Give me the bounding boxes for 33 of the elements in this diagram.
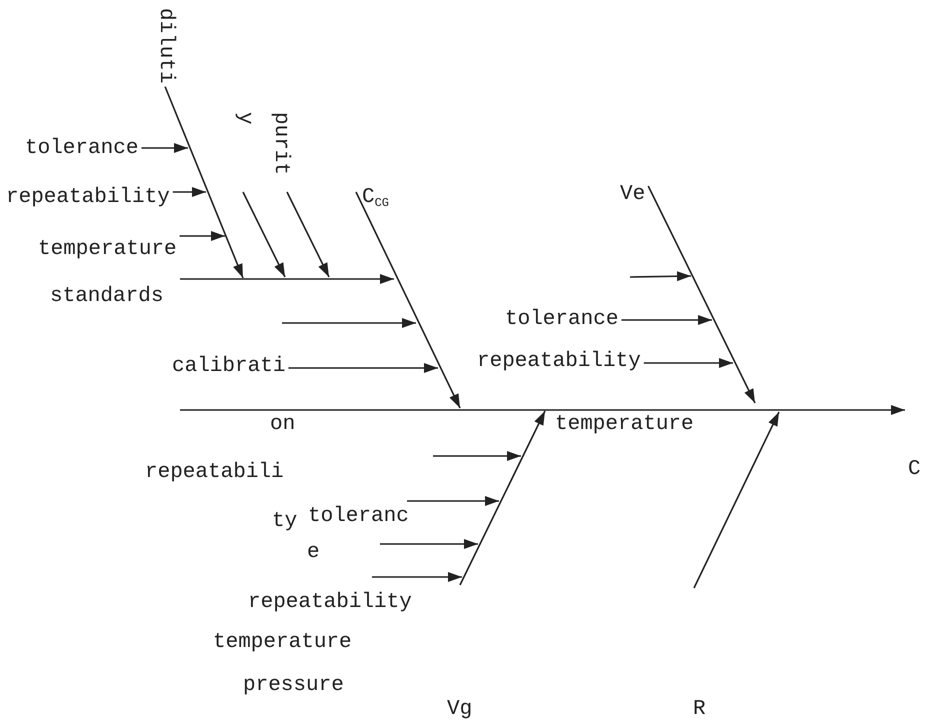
cause-label: C$_{CG}$ (362, 186, 390, 211)
arrow (172, 187, 206, 197)
text-label: repeatability (248, 591, 412, 616)
arrow (141, 143, 188, 153)
cause-label: temperature (38, 238, 177, 262)
cause-label: tolerance (25, 137, 138, 162)
text-label: pressure (243, 674, 344, 698)
arrow (644, 358, 733, 368)
text-label: on (270, 413, 296, 438)
arrow (180, 231, 225, 241)
cause-label: calibrati (172, 355, 286, 380)
text-label: temperature (555, 413, 694, 438)
text-label: toleranc (308, 505, 409, 530)
text-label: R (693, 698, 706, 722)
text-label: ty (272, 510, 298, 534)
text-label: e (307, 541, 320, 566)
cause-label: repeatability (6, 186, 170, 210)
cause-label: tolerance (505, 308, 618, 332)
text-label: C (908, 458, 921, 482)
text-label: purit (268, 112, 292, 176)
arrow (648, 186, 756, 404)
cause-label: Ve (620, 183, 646, 208)
text-label: Vg (447, 698, 472, 722)
text-label: standards (50, 285, 164, 310)
text-label: temperature (213, 631, 352, 656)
arrow (621, 315, 712, 325)
text-label: repeatabili (145, 461, 284, 486)
arrow (288, 363, 438, 373)
arrow (164, 86, 244, 278)
cause-label: repeatability (477, 350, 641, 374)
cause-label: diluti (153, 8, 178, 84)
text-label: y (232, 112, 256, 125)
arrow (355, 192, 461, 408)
